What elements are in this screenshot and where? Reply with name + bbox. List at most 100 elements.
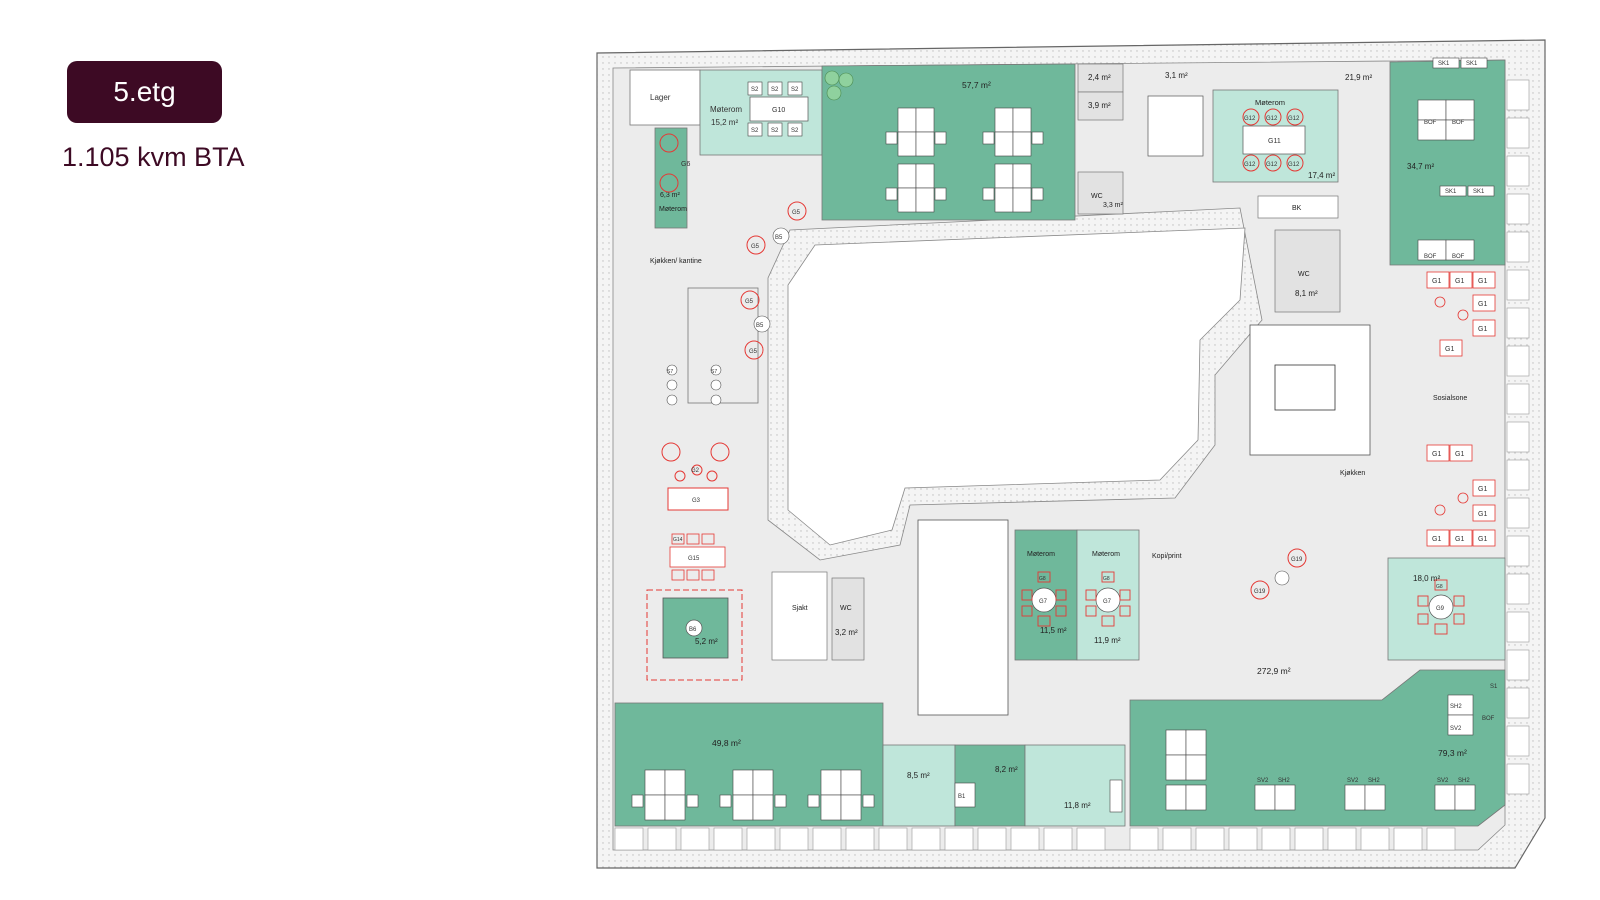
chairs-g8-east [1417, 579, 1465, 635]
label-s7-1: S7 [667, 369, 673, 375]
label-b6: B6 [689, 627, 697, 633]
label-g1-11: G1 [1432, 536, 1441, 543]
label-g1-9: G1 [1478, 486, 1487, 493]
room-bk [1257, 195, 1339, 219]
label-moterom-s2: Møterom [1092, 551, 1120, 558]
label-s1-se: S1 [1490, 684, 1498, 690]
label-g1-4: G1 [1478, 301, 1487, 308]
label-moterom-nw: Møterom [710, 105, 742, 114]
label-kjokken: Kjøkken [1340, 470, 1365, 477]
label-wc-s: WC [840, 605, 852, 612]
plants [824, 70, 854, 101]
label-sosialsone: Sosialsone [1433, 395, 1467, 402]
label-wc-n: WC [1091, 193, 1103, 200]
label-sh2-1: SH2 [1278, 778, 1290, 784]
label-moterom-ne: Møterom [1255, 98, 1285, 107]
label-g3: G3 [692, 498, 701, 504]
desks-office-se [1165, 694, 1476, 811]
table-g10 [749, 96, 809, 122]
label-sv2-3: SV2 [1437, 778, 1449, 784]
label-g1-8: G1 [1455, 451, 1464, 458]
label-bof-ne-3: BOF [1424, 254, 1437, 260]
total-area-label: 1.105 kvm BTA [62, 142, 245, 172]
tables-b5 [753, 227, 790, 333]
stair-south [917, 519, 1009, 716]
label-g19-2: G19 [1254, 589, 1266, 595]
chairs-g12 [1242, 108, 1304, 172]
label-g8-3: G8 [1436, 584, 1443, 590]
table-g11 [1242, 125, 1306, 155]
label-moterom-s1-area: 11,5 m² [1040, 626, 1067, 635]
chairs-g6 [659, 133, 679, 193]
label-bof-se: BOF [1482, 716, 1495, 722]
table-g19 [1274, 570, 1290, 586]
table-b6 [685, 619, 703, 637]
label-moterom-ne-area: 17,4 m² [1308, 171, 1335, 180]
label-g12-2: G12 [1266, 116, 1278, 122]
label-moterom-small: Møterom [659, 206, 687, 213]
desks-office-sw [644, 769, 862, 821]
chairs-office-n [885, 131, 1044, 201]
stair-n [1147, 95, 1204, 157]
label-s2-6: S2 [791, 128, 799, 134]
label-g5-4: G5 [749, 349, 758, 355]
room-8-5 [882, 744, 956, 827]
label-area-31: 3,1 m² [1165, 71, 1188, 80]
label-bof-ne-4: BOF [1452, 254, 1465, 260]
label-wc-e: WC [1298, 271, 1310, 278]
chairs-g19 [1250, 548, 1307, 600]
label-area-118: 11,8 m² [1064, 801, 1091, 810]
label-moterom-small-area: 6,3 m² [660, 192, 681, 199]
label-office-n: 57,7 m² [962, 80, 991, 90]
chairs-g5 [740, 201, 807, 360]
label-g1-6: G1 [1445, 346, 1454, 353]
desks-office-n [897, 107, 1032, 213]
label-area-180: 18,0 m² [1413, 574, 1440, 583]
label-sv2-1: SV2 [1257, 778, 1269, 784]
label-g15: G15 [688, 556, 700, 562]
label-office-se: 79,3 m² [1438, 748, 1467, 758]
label-g1-10: G1 [1478, 511, 1487, 518]
label-s2-4: S2 [751, 128, 759, 134]
chairs-office-sw [631, 794, 875, 808]
label-b1: B1 [958, 794, 966, 800]
label-area-52: 5,2 m² [695, 637, 718, 646]
label-s2-3: S2 [791, 87, 799, 93]
label-area-39: 3,9 m² [1088, 101, 1111, 110]
label-sk1-3: SK1 [1445, 189, 1457, 195]
cabinet-sk1-south [1109, 779, 1123, 813]
label-office-sw: 49,8 m² [712, 738, 741, 748]
room-lager [629, 69, 701, 126]
label-s2-1: S2 [751, 87, 759, 93]
label-g1-3: G1 [1478, 278, 1487, 285]
label-g5-1: G5 [792, 210, 801, 216]
label-g6: G6 [681, 161, 690, 168]
label-g12-3: G12 [1288, 116, 1300, 122]
chairs-g2 [661, 442, 730, 482]
label-sv2-2: SV2 [1347, 778, 1359, 784]
label-g1-2: G1 [1455, 278, 1464, 285]
label-area-85: 8,5 m² [907, 771, 930, 780]
label-area-219: 21,9 m² [1345, 73, 1372, 82]
room-wc-s [831, 577, 865, 661]
label-sk1-4: SK1 [1473, 189, 1485, 195]
chairs-g8-south [1021, 571, 1131, 627]
label-wc-s-area: 3,2 m² [835, 628, 858, 637]
table-g15 [669, 546, 726, 568]
room-11-8 [1024, 744, 1126, 827]
label-g1-12: G1 [1455, 536, 1464, 543]
floor-badge: 5.etg [67, 61, 222, 123]
label-moterom-s1: Møterom [1027, 551, 1055, 558]
stools-s7 [666, 364, 722, 406]
window-strip-south [614, 827, 1456, 851]
label-g7-1: G7 [1039, 599, 1048, 605]
label-bof-ne-1: BOF [1424, 120, 1437, 126]
label-kopi: Kopi/print [1152, 553, 1182, 560]
tables-g1 [1426, 271, 1496, 547]
room-3-9 [1077, 91, 1124, 121]
room-wc-n [1077, 171, 1124, 215]
label-sk1-2: SK1 [1466, 61, 1478, 67]
label-g5-2: G5 [751, 244, 760, 250]
label-g19-1: G19 [1291, 557, 1303, 563]
